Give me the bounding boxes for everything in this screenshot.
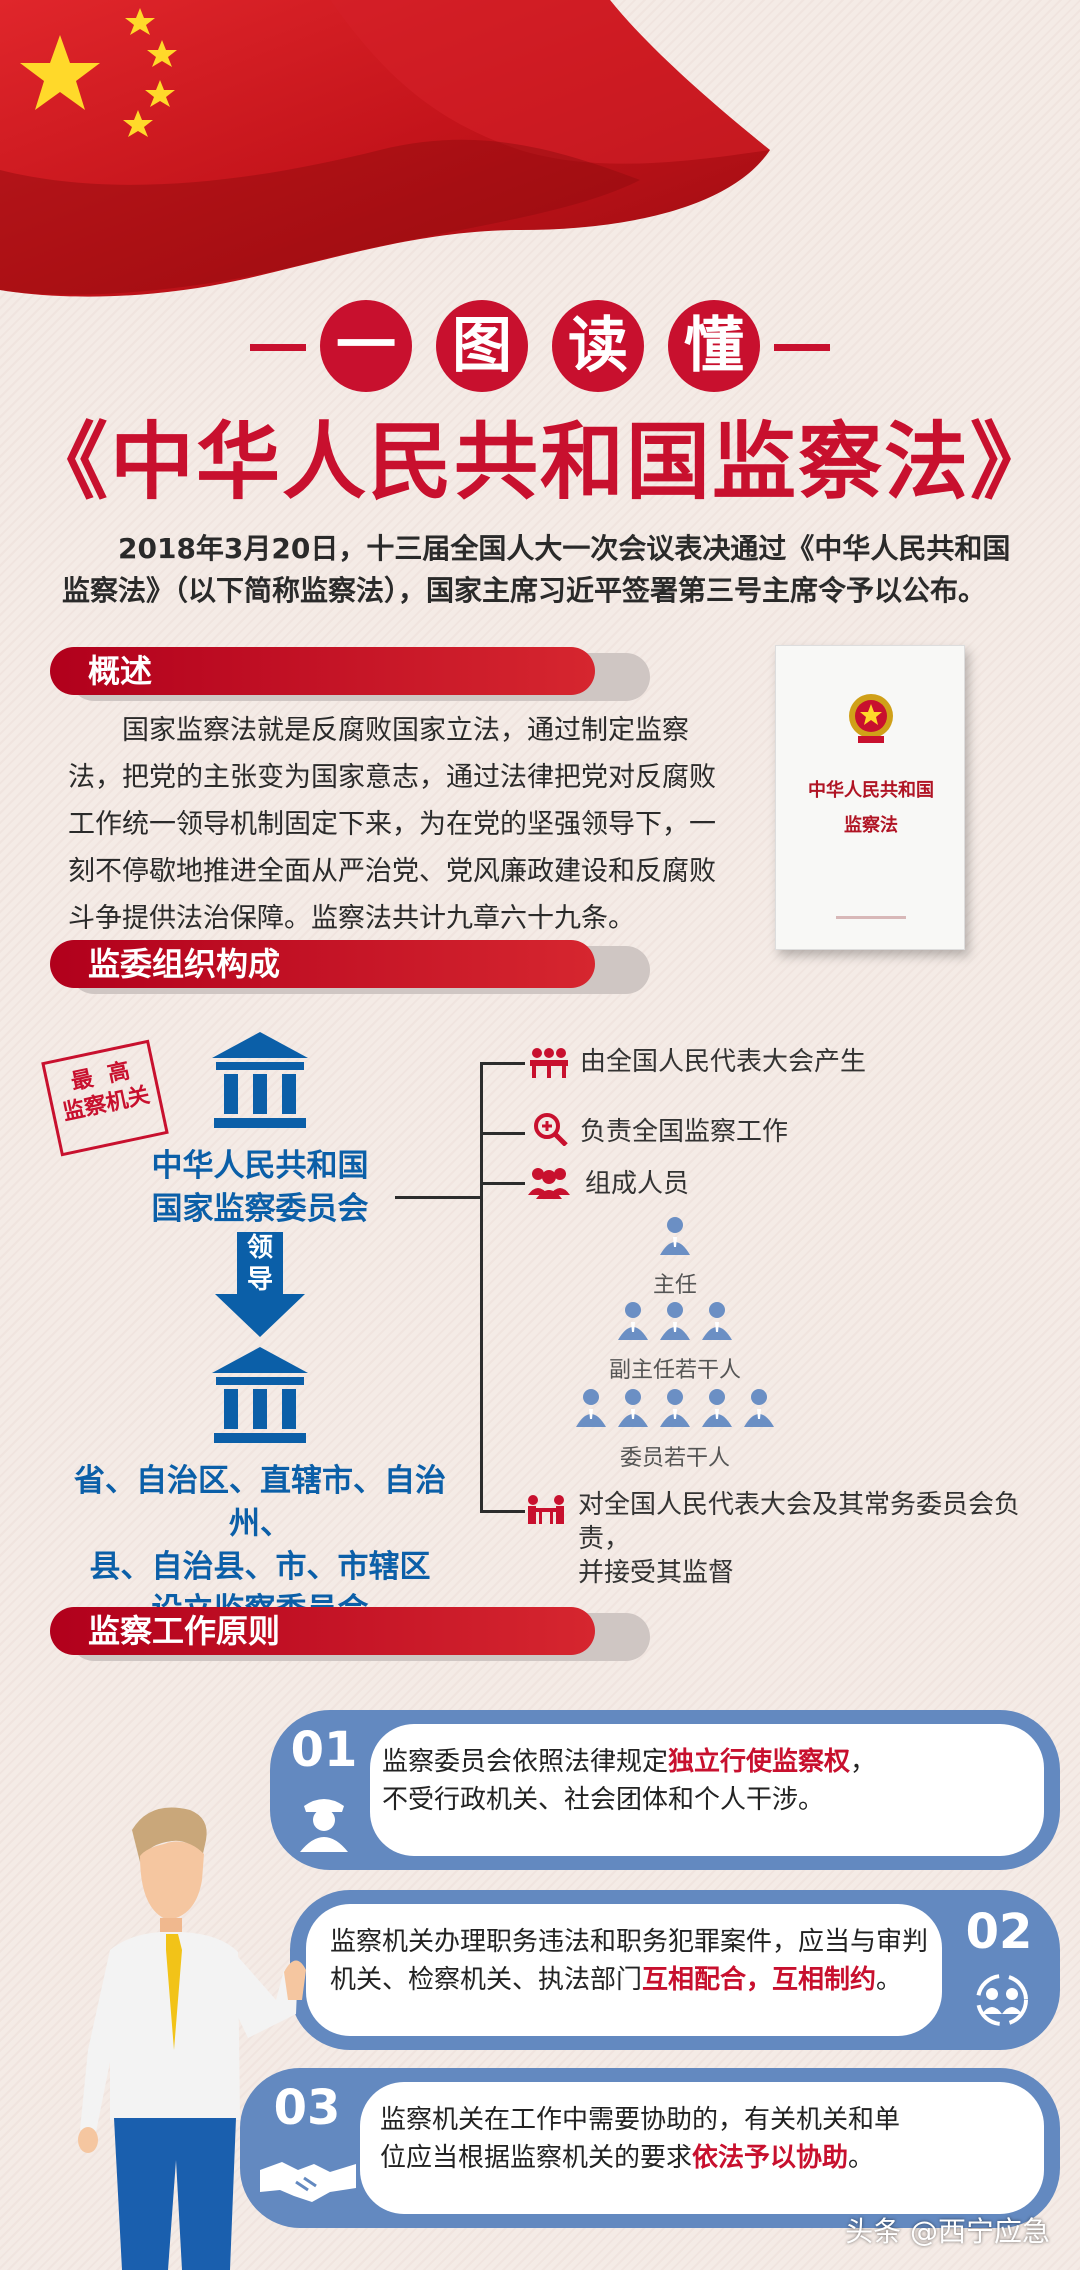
section-header-principles: 监察工作原则 [50,1607,650,1661]
person-icon [576,1389,606,1427]
people-group-icon [528,1168,570,1199]
role-accountable-line: 并接受其监督 [578,1558,735,1588]
connector-line [480,1510,525,1513]
title-char: 一 [320,300,412,392]
section-header-org: 监委组织构成 [50,940,650,994]
principle-text-normal: 。 [876,1965,903,1995]
principle-card-1: 01 监察委员会依照法律规定独立行使监察权， 不受行政机关、社会团体和个人干涉。 [270,1710,1060,1870]
book-title-line1: 中华人民共和国 [808,780,934,801]
tier-deputy-label: 副主任若干人 [608,1358,741,1383]
national-commission-line: 国家监察委员会 [151,1191,369,1227]
businessman-illustration [78,1807,306,2270]
principle-number: 01 [290,1722,358,1778]
person-icon [744,1389,774,1427]
role-produced: 由全国人民代表大会产生 [580,1047,867,1077]
person-icon [618,1389,648,1427]
role-accountable-line: 对全国人民代表大会及其常务委员会负责， [578,1490,1021,1554]
principle-number: 02 [965,1904,1033,1960]
stamp-text: 最 [68,1066,96,1096]
title-char: 懂 [668,300,760,392]
principle-highlight: 依法予以协助 [692,2143,849,2173]
congress-meeting-icon [530,1048,568,1078]
principle-text-normal: 机关、检察机关、执法部门 [330,1965,643,1995]
government-building-icon [212,1347,308,1443]
principle-highlight: 独立行使监察权 [668,1747,851,1777]
principle-text-line: 监察机关在工作中需要协助的，有关机关和单 [380,2105,901,2135]
role-responsible: 负责全国监察工作 [580,1117,789,1147]
magnifier-search-icon [534,1113,568,1146]
tier-director-label: 主任 [652,1273,697,1298]
section-title: 监委组织构成 [88,945,281,983]
principle-text: 监察机关在工作中需要协助的，有关机关和单 位应当根据监察机关的要求依法予以协助。 [380,2101,1040,2177]
principle-text-normal: ， [850,1747,877,1777]
principle-text-normal: 监察委员会依照法律规定 [382,1747,669,1777]
local-commission-line: 县、自治县、市、市辖区 [89,1549,431,1585]
person-icon [618,1302,648,1340]
role-accountable: 对全国人民代表大会及其常务委员会负责， 并接受其监督 [578,1488,1068,1590]
connector-line [480,1132,525,1135]
person-icon [702,1389,732,1427]
title-line-left [250,344,306,351]
highest-authority-stamp: 最 高 监察机关 [41,1039,169,1157]
national-commission-name: 中华人民共和国 国家监察委员会 [70,1145,450,1231]
tier-member-label: 委员若干人 [619,1446,730,1471]
title-line-right [774,344,830,351]
overview-paragraph: 国家监察法就是反腐败国家立法，通过制定监察法，把党的主张变为国家意志，通过法律把… [68,715,716,934]
person-icon [660,1389,690,1427]
government-building-icon [212,1032,308,1128]
connector-line [480,1062,483,1512]
book-title-line2: 监察法 [844,815,898,836]
title-char: 读 [552,300,644,392]
section-title: 监察工作原则 [88,1612,281,1650]
title-one-picture: 一图读懂 [0,300,1080,392]
handshake-icon [260,2162,356,2202]
section-header-overview: 概述 [50,647,650,701]
footer-watermark: 头条 @西宁应急 [845,2215,1050,2248]
connector-line [395,1196,480,1199]
principle-number: 03 [273,2080,341,2136]
meeting-table-icon [528,1495,564,1524]
role-members: 组成人员 [585,1169,690,1199]
intro-paragraph: 2018年3月20日，十三届全国人大一次会议表决通过《中华人民共和国监察法》（以… [62,532,1011,607]
page-title: 《中华人民共和国监察法》 [23,413,1056,511]
national-emblem-icon [849,694,893,743]
principle-text: 监察机关办理职务违法和职务犯罪案件，应当与审判 机关、检察机关、执法部门互相配合… [330,1923,950,1999]
lead-char: 导 [246,1265,273,1295]
principle-card-3: 03 监察机关在工作中需要协助的，有关机关和单 位应当根据监察机关的要求依法予以… [240,2068,1060,2228]
local-commission-line: 省、自治区、直辖市、自治州、 [74,1463,446,1542]
national-commission-line: 中华人民共和国 [151,1148,369,1184]
principle-card-2: 02 监察机关办理职务违法和职务犯罪案件，应当与审判 机关、检察机关、执法部门互… [290,1890,1060,2050]
connector-line [480,1062,525,1065]
principle-highlight: 互相配合，互相制约 [642,1965,877,1995]
principle-text-normal: 位应当根据监察机关的要求 [380,2143,693,2173]
principle-text: 监察委员会依照法律规定独立行使监察权， 不受行政机关、社会团体和个人干涉。 [382,1743,1032,1819]
member-hierarchy [560,1215,820,1465]
person-icon [702,1302,732,1340]
lead-label: 领 导 [238,1232,282,1296]
cooperation-cycle-icon [976,1974,1028,2026]
connector-line [480,1182,525,1185]
person-icon [660,1302,690,1340]
law-book-cover: 中华人民共和国 监察法 [775,645,965,950]
lead-char: 领 [246,1233,273,1263]
person-icon [660,1217,690,1255]
lead-arrow [215,1232,305,1337]
title-char: 图 [436,300,528,392]
section-title: 概述 [88,652,153,690]
officer-icon [300,1799,348,1852]
stamp-text: 高 [105,1058,133,1088]
principle-text-line: 监察机关办理职务违法和职务犯罪案件，应当与审判 [330,1927,929,1957]
national-flag-image [0,0,770,297]
principle-text-line: 不受行政机关、社会团体和个人干涉。 [382,1785,825,1815]
principle-text-normal: 。 [848,2143,875,2173]
